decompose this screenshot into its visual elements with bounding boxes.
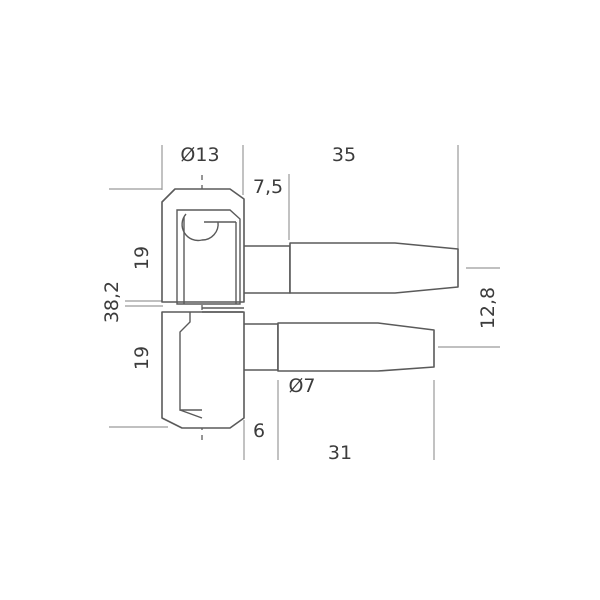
upper-pin [237,242,459,294]
label-barrel-diameter: Ø13 [180,144,219,166]
label-upper-pin-length: 35 [332,144,356,166]
label-total-height: 38,2 [101,281,123,323]
label-upper-knuckle-height: 19 [131,246,153,270]
lower-pin [239,322,435,372]
label-lower-knuckle-height: 19 [131,346,153,370]
lower-knuckle [161,307,245,429]
label-lower-pin-length: 31 [328,442,352,464]
dimension-labels: Ø13 35 7,5 19 38,2 19 12,8 Ø7 6 31 [101,144,499,464]
label-pin-offset: 12,8 [477,287,499,329]
upper-knuckle [161,188,245,305]
label-lower-pin-diameter: Ø7 [288,375,315,397]
label-upper-collar-length: 7,5 [253,176,283,198]
label-lower-collar-length: 6 [253,420,265,442]
